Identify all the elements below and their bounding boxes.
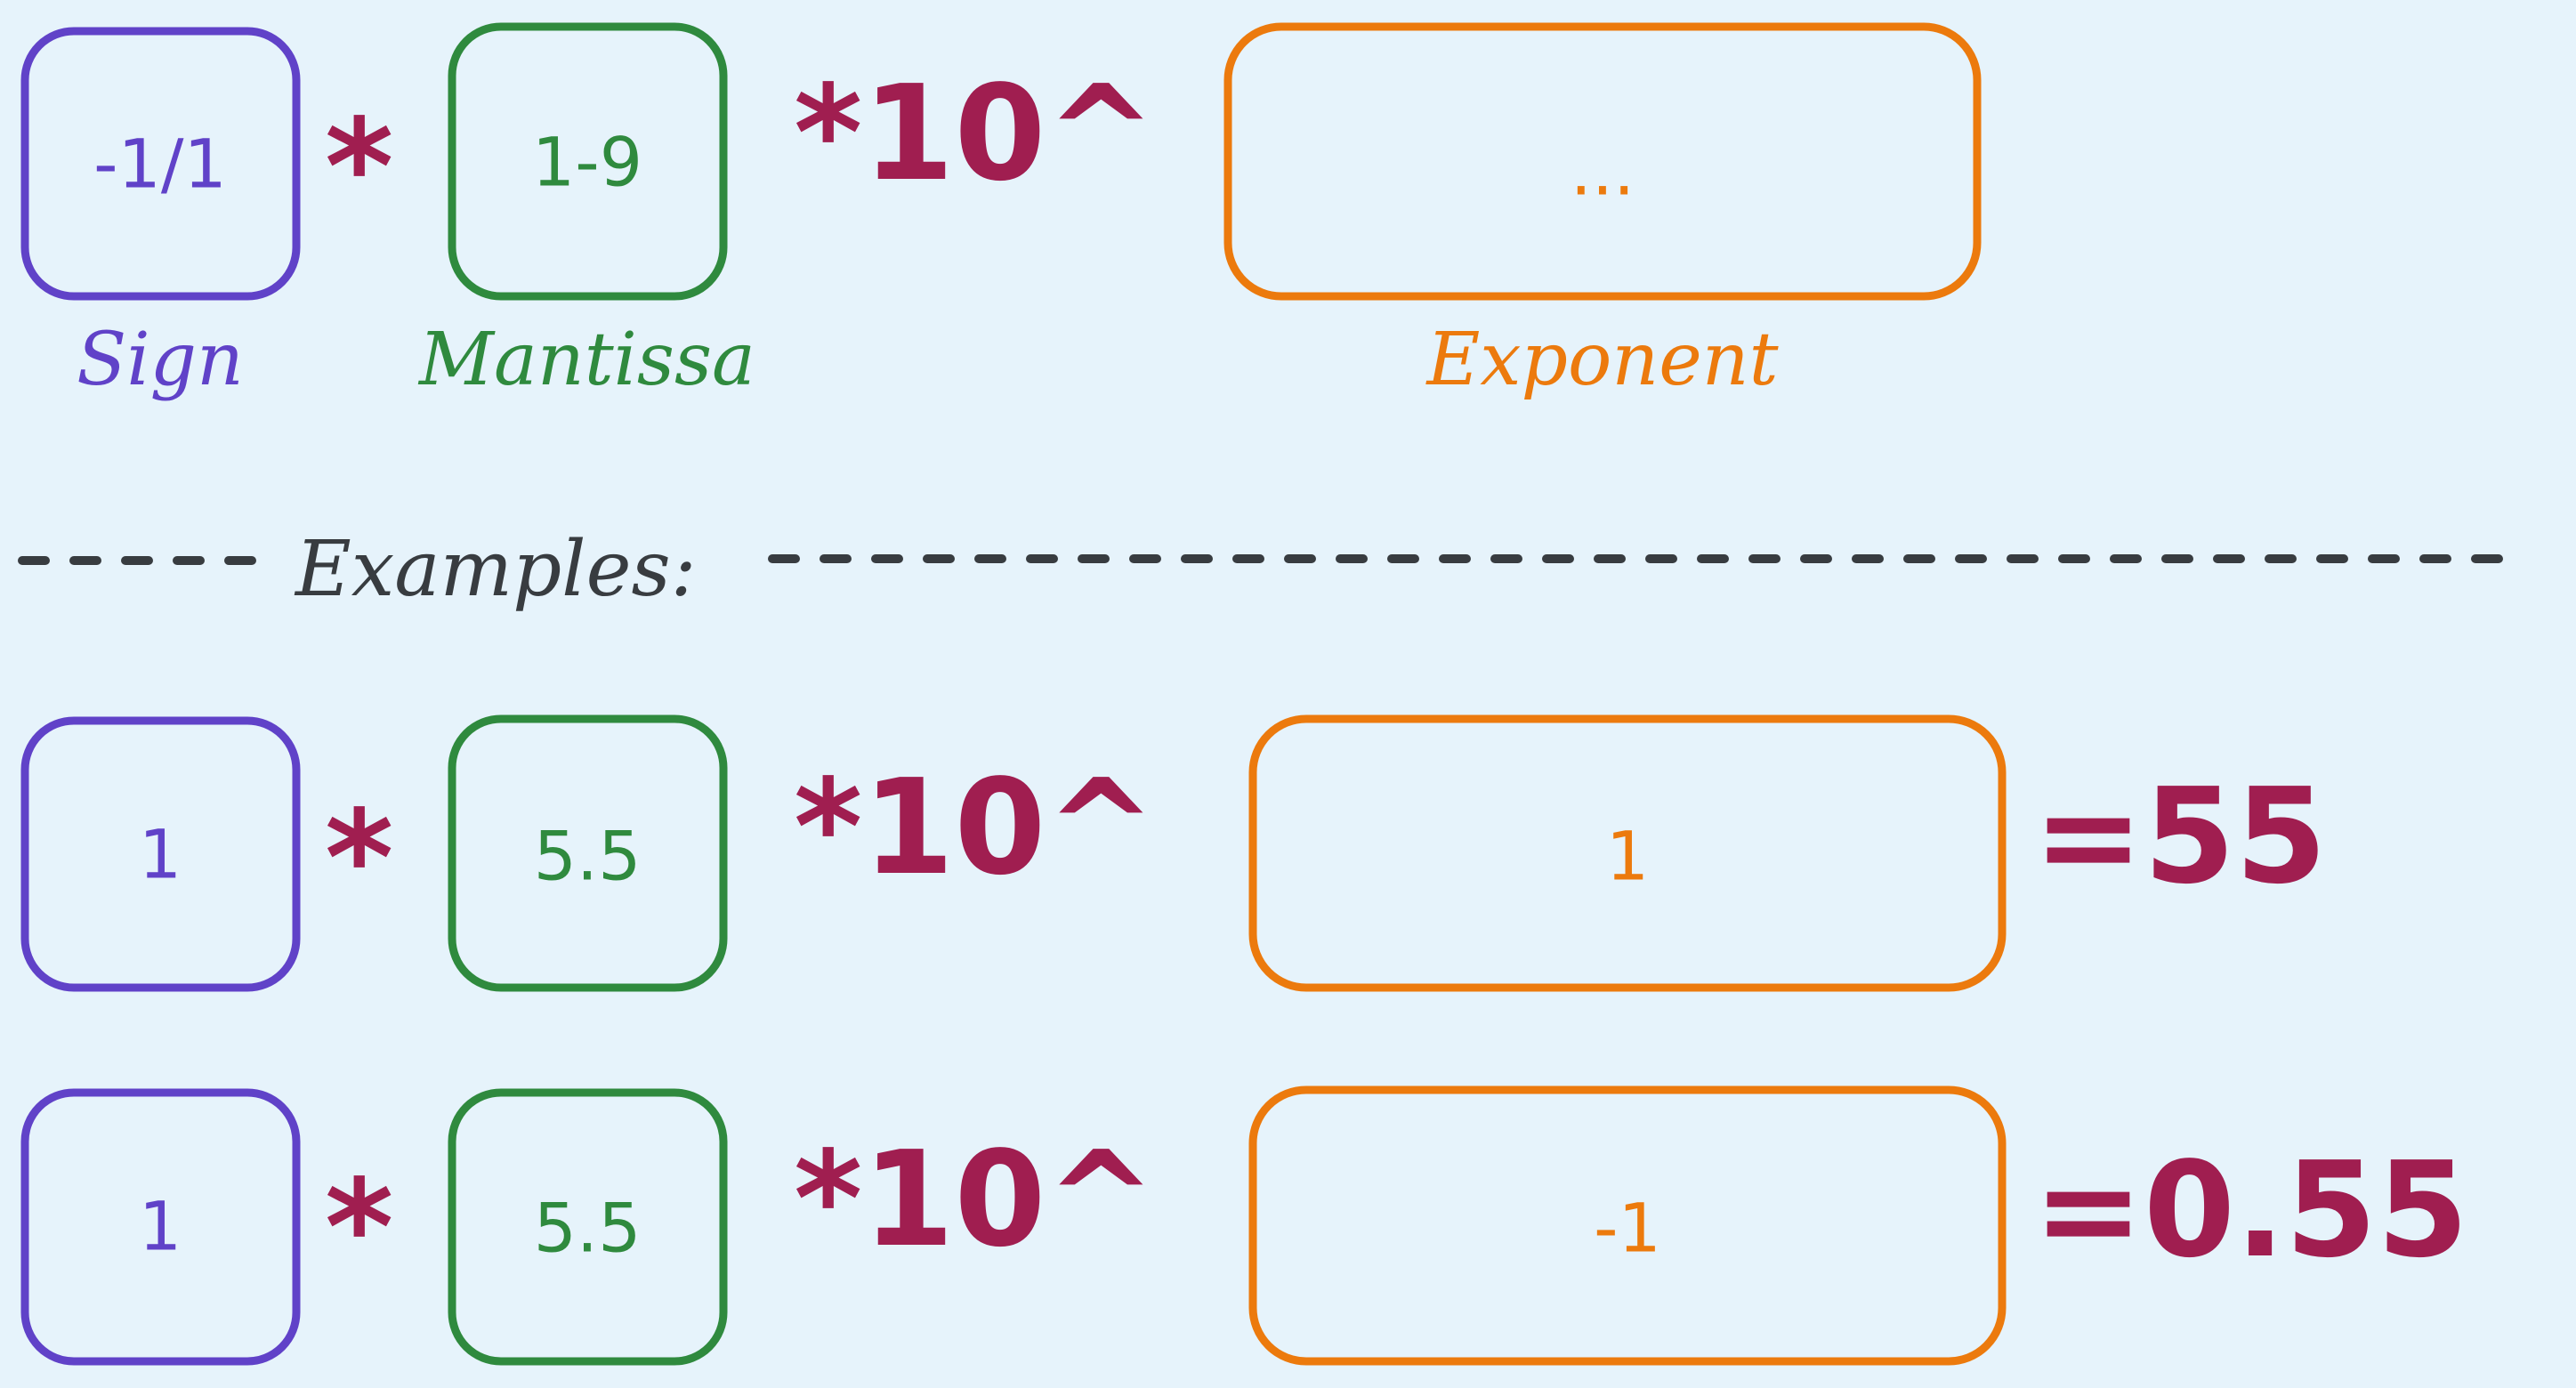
example-row-2: 1 * 5.5 *10^ -1 =0.55 <box>20 1085 2468 1366</box>
sign-label: Sign <box>77 318 244 402</box>
example-2-times-operator: * <box>325 1151 393 1304</box>
example-2-exponent-box <box>1248 1085 2007 1366</box>
example-1-exponent-value: 1 <box>1606 817 1649 896</box>
example-1-base-power-operator: *10^ <box>794 751 1156 904</box>
mantissa-box <box>448 22 728 301</box>
base-power-operator: *10^ <box>794 57 1156 210</box>
exponent-box <box>1223 22 1982 301</box>
example-1-sign-box <box>20 716 301 992</box>
example-1-exponent-box <box>1248 714 2007 992</box>
exponent-value: ... <box>1571 132 1635 211</box>
examples-separator: Examples: <box>18 525 2514 614</box>
example-2-sign-box <box>20 1088 301 1366</box>
example-row-1: 1 * 5.5 *10^ 1 =55 <box>20 714 2327 992</box>
sign-box <box>20 27 301 301</box>
example-2-result: =0.55 <box>2033 1134 2468 1287</box>
mantissa-label: Mantissa <box>417 318 755 402</box>
example-1-result: =55 <box>2033 760 2327 913</box>
example-1-mantissa-value: 5.5 <box>534 817 642 896</box>
sign-value: -1/1 <box>93 125 227 204</box>
examples-label: Examples: <box>294 525 697 614</box>
example-1-mantissa-box <box>448 714 728 992</box>
times-operator: * <box>325 91 393 244</box>
component-labels: Sign Mantissa Exponent <box>77 318 1779 402</box>
example-2-exponent-value: -1 <box>1594 1189 1661 1268</box>
mantissa-value: 1-9 <box>532 123 642 202</box>
example-2-base-power-operator: *10^ <box>794 1123 1156 1276</box>
example-2-sign-value: 1 <box>139 1187 182 1266</box>
formula-row: -1/1 * 1-9 *10^ ... <box>20 22 1982 301</box>
example-1-sign-value: 1 <box>139 815 182 894</box>
example-2-mantissa-value: 5.5 <box>534 1189 642 1268</box>
exponent-label: Exponent <box>1425 318 1779 402</box>
example-1-times-operator: * <box>325 782 393 935</box>
example-2-mantissa-box <box>448 1088 728 1366</box>
